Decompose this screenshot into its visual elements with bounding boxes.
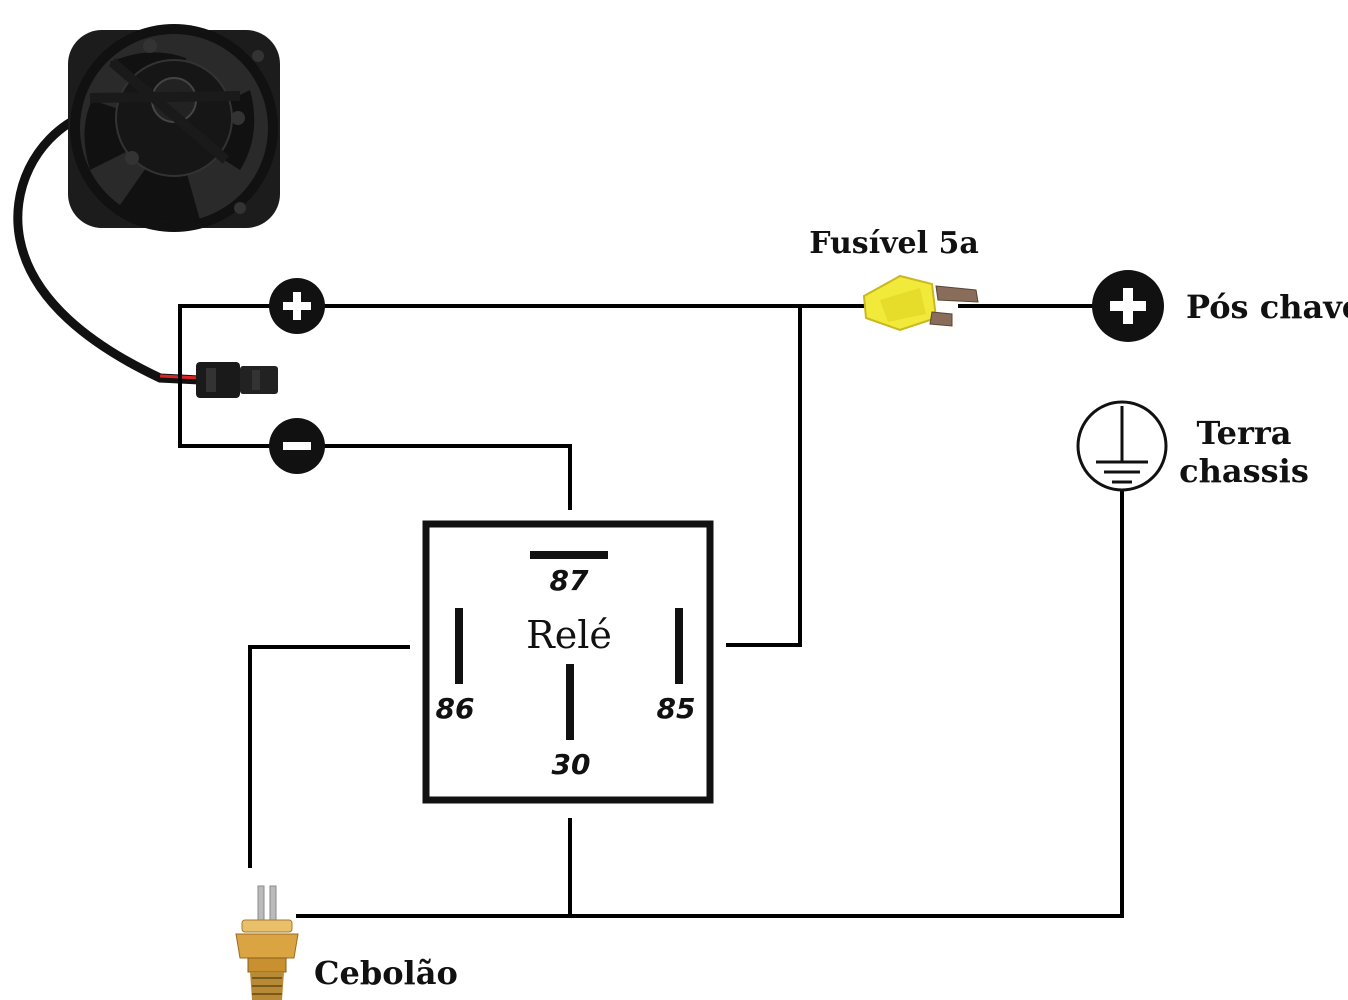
key-positive-terminal (1092, 270, 1164, 342)
relay-pin-86-label: 86 (436, 692, 475, 725)
key-positive-label: Pós chave (1186, 288, 1348, 326)
thermo-switch-label: Cebolão (314, 954, 458, 992)
relay-pin-85-bar (675, 608, 683, 684)
fuse-label: Fusível 5a (809, 226, 979, 261)
relay-label: Relé (526, 613, 612, 657)
radiator-fan-icon (13, 24, 280, 385)
relay-pin-87-label: 87 (550, 564, 589, 597)
relay (422, 520, 714, 804)
fan-connector-icon (196, 362, 278, 398)
wires (178, 304, 1124, 918)
relay-pin-85-label: 85 (657, 692, 696, 725)
relay-pin-30-bar (566, 664, 574, 740)
blade-fuse-icon (862, 274, 979, 332)
fan-negative-terminal (269, 418, 325, 474)
thermo-switch-icon (235, 885, 299, 1000)
ground-label-line1: Terra (1197, 414, 1292, 452)
relay-pin-87-bar (530, 551, 608, 559)
ground-label-line2: chassis (1179, 452, 1309, 490)
fan-positive-terminal (269, 278, 325, 334)
ground-icon (1076, 400, 1168, 492)
relay-pin-86-bar (455, 608, 463, 684)
relay-pin-30-label: 30 (552, 748, 591, 781)
